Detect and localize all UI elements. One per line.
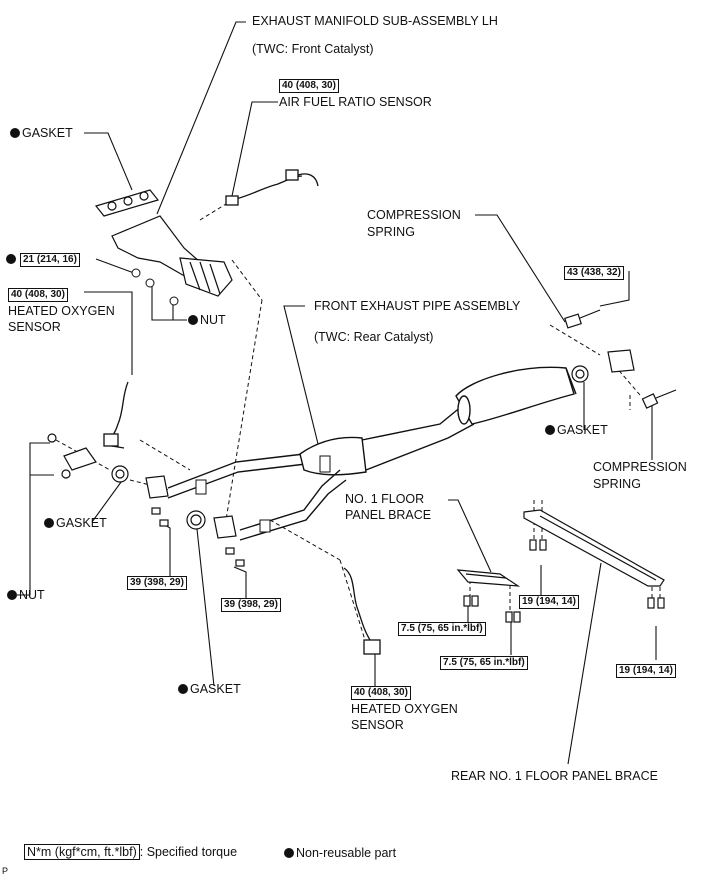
leader-gasket-left: [91, 477, 125, 523]
torque-39b: 39 (398, 29): [221, 598, 281, 612]
leader-nut-left: [17, 442, 50, 596]
leader-torque39b: [233, 566, 247, 598]
manifold-nuts: [131, 268, 179, 306]
bolts: [151, 507, 665, 623]
torque-75a: 7.5 (75, 65 in.*lbf): [398, 622, 486, 636]
leader-compression-top: [475, 214, 566, 323]
torque-af-sensor: 40 (408, 30): [279, 79, 339, 93]
label-gasket-right: GASKET: [545, 423, 608, 438]
torque-43: 43 (438, 32): [564, 266, 624, 280]
legend-nonreusable: Non-reusable part: [284, 846, 396, 861]
exhaust-manifold: [94, 189, 233, 297]
leader-gasket-bottom: [195, 519, 215, 687]
floor-panel-brace: [456, 569, 521, 587]
corner-mark: P: [2, 866, 9, 876]
leader-floor-brace: [448, 499, 492, 573]
nonreusable-dot-icon: [178, 684, 188, 694]
left-flange-parts: [47, 433, 237, 539]
leader-torque39a: [159, 521, 171, 578]
torque-19a: 19 (194, 14): [519, 595, 579, 609]
label-nut-top: NUT: [188, 313, 226, 328]
af-ratio-sensor: [225, 169, 319, 206]
pipe-clamps: [195, 455, 331, 533]
leader-rear-brace: [567, 562, 602, 765]
heated-oxygen-sensor-left: [103, 381, 129, 449]
label-compression-bottom-1: COMPRESSION: [593, 460, 687, 474]
label-gasket-top: GASKET: [10, 126, 73, 141]
label-gasket-left: GASKET: [44, 516, 107, 531]
leader-gasket-top: [84, 132, 133, 191]
label-ho2-left-2: SENSOR: [8, 320, 61, 334]
leader-af-sensor: [231, 101, 278, 197]
label-gasket-bottom: GASKET: [178, 682, 241, 697]
nonreusable-dot-icon: [6, 254, 16, 264]
leader-manifold: [156, 21, 246, 215]
label-ho2-bottom-1: HEATED OXYGEN: [351, 702, 458, 716]
nonreusable-dot-icon: [7, 590, 17, 600]
label-front-pipe: FRONT EXHAUST PIPE ASSEMBLY: [314, 299, 521, 313]
label-twc-rear: (TWC: Rear Catalyst): [314, 330, 434, 344]
torque-19b: 19 (194, 14): [616, 664, 676, 678]
leader-torque43: [599, 271, 630, 307]
rear-floor-panel-brace: [523, 509, 665, 587]
nonreusable-dot-icon: [10, 128, 20, 138]
legend-torque-box: N*m (kgf*cm, ft.*lbf): [24, 844, 140, 860]
leader-front-pipe: [283, 305, 321, 453]
label-ho2-bottom-2: SENSOR: [351, 718, 404, 732]
legend-torque: N*m (kgf*cm, ft.*lbf): Specified torque: [24, 844, 238, 860]
label-floor-brace-2: PANEL BRACE: [345, 508, 432, 522]
leader-torque21: [95, 258, 135, 274]
nonreusable-dot-icon: [188, 315, 198, 325]
label-af-sensor: AIR FUEL RATIO SENSOR: [279, 95, 432, 109]
torque-75b: 7.5 (75, 65 in.*lbf): [440, 656, 528, 670]
label-twc-front: (TWC: Front Catalyst): [252, 42, 374, 56]
label-rear-brace: REAR NO. 1 FLOOR PANEL BRACE: [451, 769, 658, 783]
legend-torque-text: : Specified torque: [139, 845, 238, 859]
torque-ho2-left: 40 (408, 30): [8, 288, 68, 302]
label-nut-left: NUT: [7, 588, 45, 603]
label-compression-top-2: SPRING: [367, 225, 415, 239]
leader-ho2-left: [84, 291, 133, 375]
nonreusable-dot-icon: [284, 848, 294, 858]
nonreusable-dot-icon: [545, 425, 555, 435]
torque-21: 21 (214, 16): [20, 253, 80, 267]
label-compression-bottom-2: SPRING: [593, 477, 641, 491]
nonreusable-dot-icon: [44, 518, 54, 528]
muffler-joint-parts: [564, 309, 677, 409]
torque-ho2-bottom: 40 (408, 30): [351, 686, 411, 700]
label-ho2-left-1: HEATED OXYGEN: [8, 304, 115, 318]
label-exhaust-manifold: EXHAUST MANIFOLD SUB-ASSEMBLY LH: [252, 14, 498, 28]
torque-21-row: [6, 252, 18, 267]
label-compression-top-1: COMPRESSION: [367, 208, 461, 222]
torque-39a: 39 (398, 29): [127, 576, 187, 590]
leader-nut-top: [151, 285, 187, 321]
heated-oxygen-sensor-bottom: [343, 567, 381, 655]
label-floor-brace-1: NO. 1 FLOOR: [345, 492, 425, 506]
front-exhaust-pipe: [167, 366, 577, 541]
